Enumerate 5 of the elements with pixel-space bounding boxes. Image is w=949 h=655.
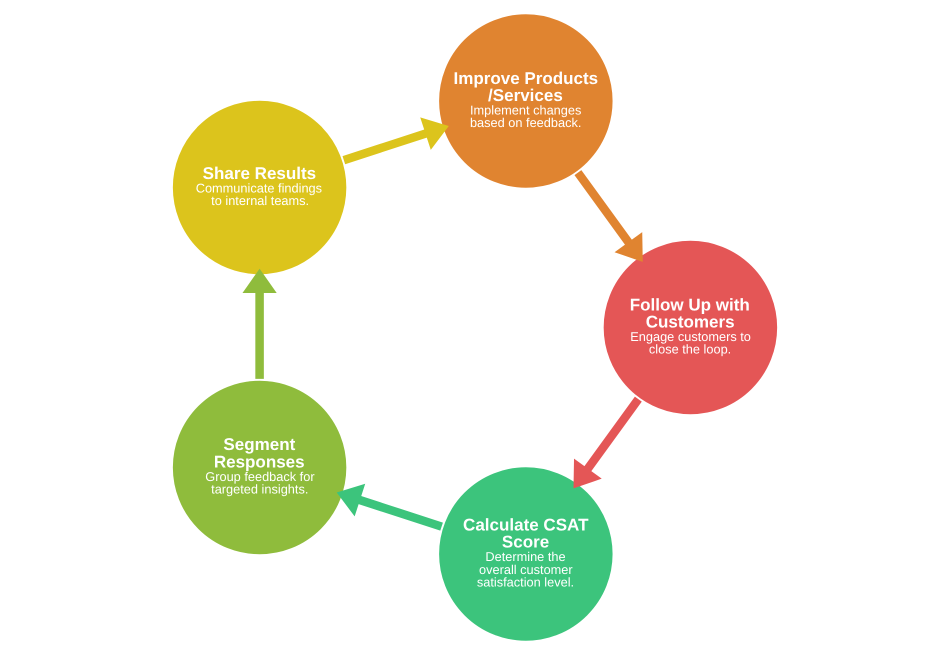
arrow bbox=[336, 484, 442, 531]
arrow bbox=[342, 117, 448, 164]
arrow bbox=[573, 396, 642, 488]
arrow bbox=[242, 268, 276, 379]
arrow bbox=[574, 170, 642, 262]
